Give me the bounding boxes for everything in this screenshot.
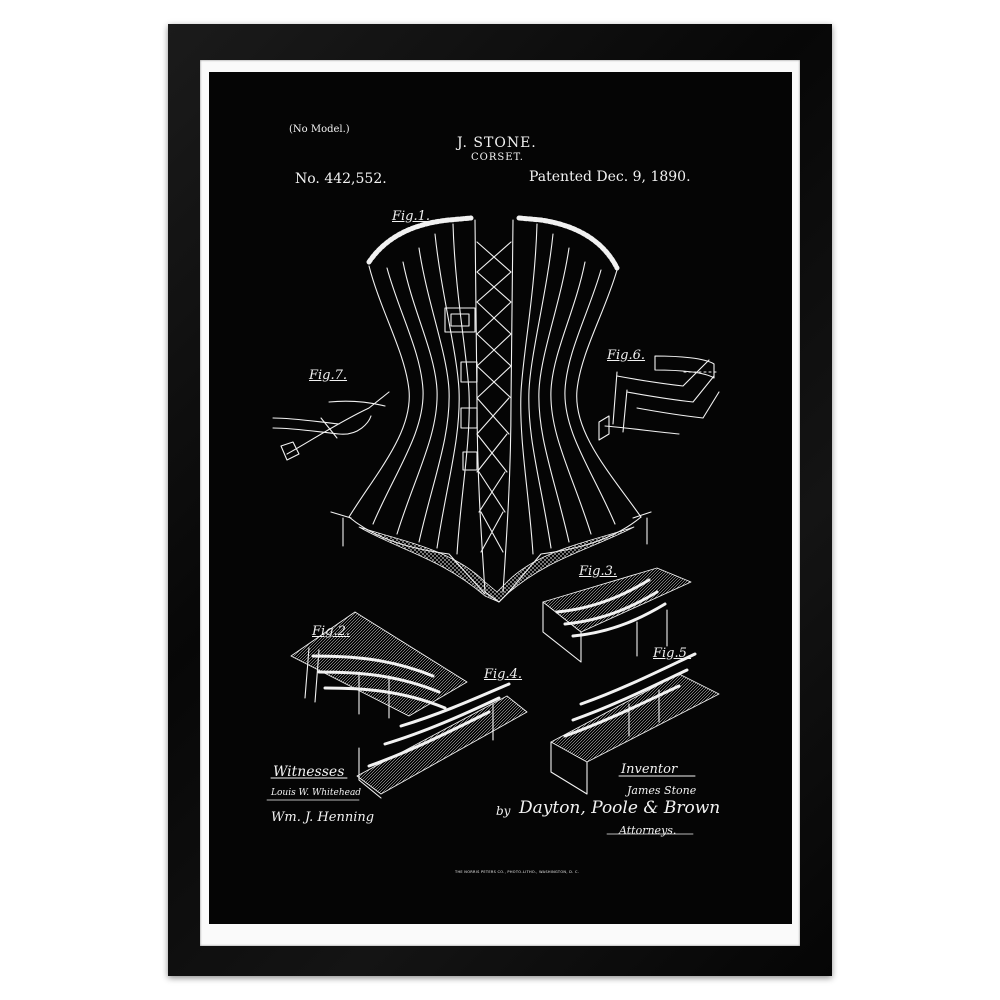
inventor-label: Inventor [621, 762, 678, 777]
fig5-drawing [551, 654, 719, 794]
corset-patent-drawing [209, 72, 792, 924]
attorney-signature: Dayton, Poole & Brown [519, 798, 721, 818]
corset-figure [331, 218, 651, 602]
figure-4-label: Fig.4. [484, 667, 523, 682]
witness-1-signature: Louis W. Whitehead [271, 788, 362, 798]
inventor-heading: J. STONE. [457, 135, 537, 151]
fig6-drawing [599, 356, 719, 440]
fig3-drawing [543, 568, 691, 662]
patent-number: No. 442,552. [295, 171, 387, 187]
by-label: by [496, 804, 511, 818]
witness-2-signature: Wm. J. Henning [271, 810, 375, 825]
patent-poster: (No Model.) J. STONE. CORSET. No. 442,55… [209, 72, 792, 924]
figure-1-label: Fig.1. [392, 209, 431, 224]
witnesses-label: Witnesses [273, 764, 345, 780]
fig4-drawing [357, 684, 527, 798]
inventor-signature: James Stone [627, 784, 697, 797]
attorneys-label: Attorneys. [619, 824, 677, 837]
figure-5-label: Fig.5. [653, 646, 692, 661]
figure-6-label: Fig.6. [607, 348, 646, 363]
patent-date: Patented Dec. 9, 1890. [529, 169, 691, 185]
patent-title: CORSET. [471, 152, 524, 163]
fig7-drawing [273, 392, 389, 460]
fig2-drawing [291, 612, 467, 718]
no-model-label: (No Model.) [289, 124, 350, 135]
figure-7-label: Fig.7. [309, 368, 348, 383]
printer-credit: THE NORRIS PETERS CO., PHOTO-LITHO., WAS… [455, 870, 580, 874]
figure-3-label: Fig.3. [579, 564, 618, 579]
